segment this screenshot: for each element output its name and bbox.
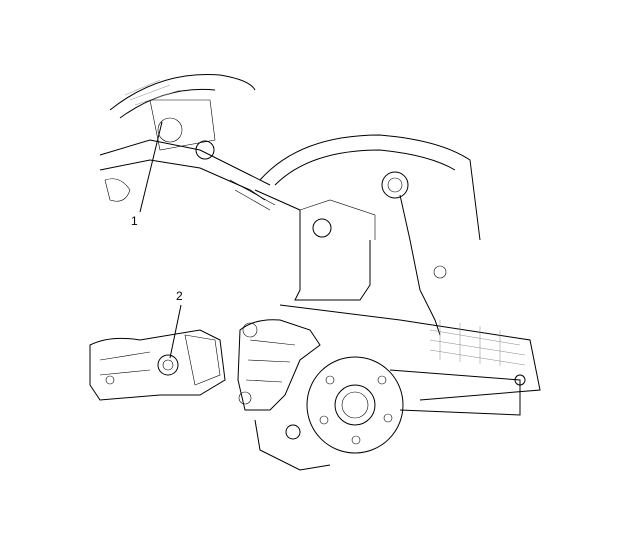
main-subframe-drawing xyxy=(254,134,541,416)
inset-wheelhouse-drawing xyxy=(99,73,276,211)
callout-label-1: 1 xyxy=(131,214,138,228)
caliper-hub-drawing xyxy=(237,319,404,471)
inset-sensor-drawing xyxy=(89,329,226,401)
callout-1-leader xyxy=(139,121,163,213)
callout-label-2: 2 xyxy=(176,289,183,303)
callout-2-leader xyxy=(169,304,182,359)
